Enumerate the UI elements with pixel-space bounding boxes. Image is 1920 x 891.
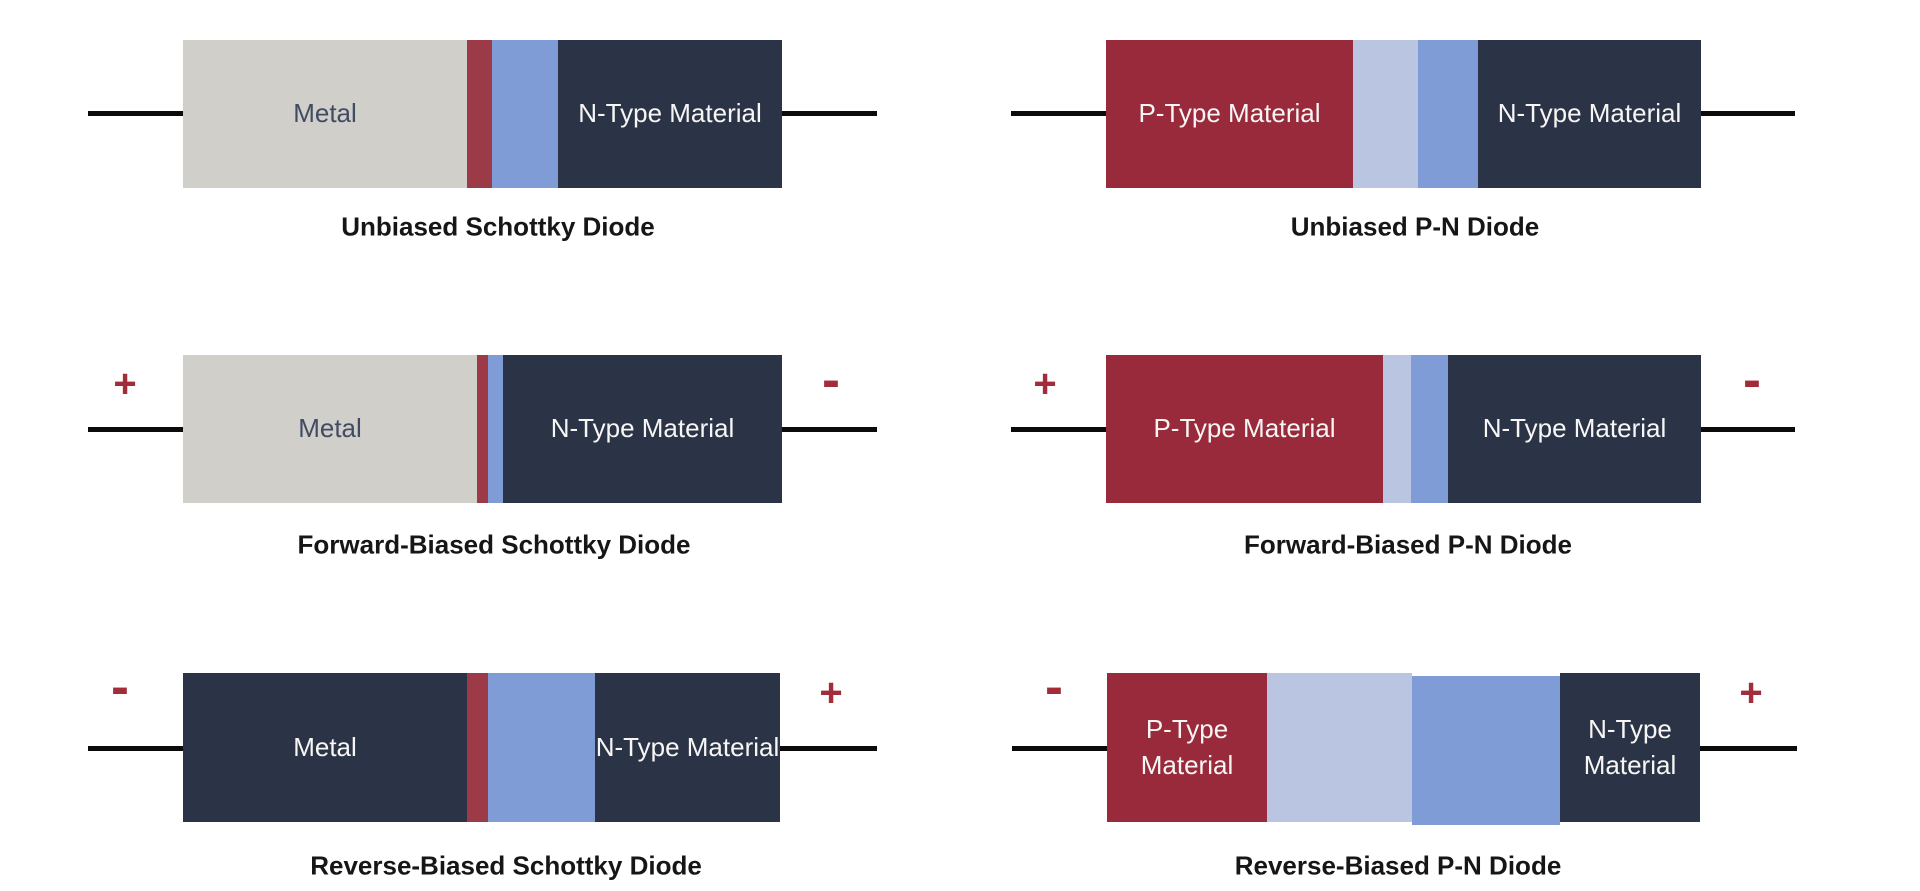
wire-right [782, 110, 877, 116]
wire-left [88, 426, 183, 432]
p-type-block: P-Type Material [1106, 40, 1353, 188]
n-type-block-label: N-Type Material [1482, 413, 1667, 444]
wire-right [1700, 745, 1797, 751]
p-type-block-label: P-Type Material [1140, 714, 1234, 780]
wire-right [1701, 426, 1795, 432]
depletion-region [488, 673, 595, 822]
diagram-caption: Forward-Biased Schottky Diode [297, 529, 691, 560]
diagram-caption: Unbiased Schottky Diode [341, 211, 655, 242]
n-type-block: N-Type Material [595, 673, 780, 822]
n-type-block-label: N-Type Material [1497, 98, 1682, 129]
minus-sign: - [1743, 350, 1761, 410]
depletion-region-p-side [1353, 40, 1418, 188]
depletion-region-p-side [1267, 673, 1412, 822]
wire-left [88, 110, 183, 116]
n-type-block: N-Type Material [558, 40, 782, 188]
metal-block: Metal [183, 40, 467, 188]
diagram-caption: Forward-Biased P-N Diode [1244, 529, 1572, 560]
p-type-block: P-Type Material [1106, 355, 1383, 503]
depletion-region [488, 355, 503, 503]
n-type-block: N-Type Material [1448, 355, 1701, 503]
depletion-region-n-side [1412, 676, 1560, 825]
wire-right [780, 745, 877, 751]
wire-left [1011, 426, 1106, 432]
n-type-block: N-Type Material [503, 355, 782, 503]
metal-block: Metal [183, 355, 477, 503]
n-type-block-label: N-Type Material [1583, 714, 1677, 780]
wire-right [782, 426, 877, 432]
schottky-barrier-strip [467, 40, 492, 188]
depletion-region-p-side [1383, 355, 1411, 503]
p-type-block-label: P-Type Material [1138, 98, 1321, 129]
n-type-block-label: N-Type Material [578, 98, 762, 129]
n-type-block: N-Type Material [1560, 673, 1700, 822]
metal-block-label: Metal [293, 98, 357, 129]
wire-left [88, 745, 183, 751]
schottky-barrier-strip [477, 355, 488, 503]
wire-left [1012, 745, 1107, 751]
plus-sign: + [113, 362, 137, 406]
wire-right [1701, 110, 1795, 116]
diagram-caption: Reverse-Biased P-N Diode [1234, 850, 1562, 881]
p-type-block: P-Type Material [1107, 673, 1267, 822]
depletion-region-n-side [1418, 40, 1478, 188]
metal-block-label: Metal [293, 731, 357, 762]
n-type-block-label: N-Type Material [595, 731, 780, 762]
minus-sign: - [111, 657, 129, 717]
depletion-region-n-side [1411, 355, 1448, 503]
diagram-caption: Reverse-Biased Schottky Diode [310, 850, 702, 881]
diagram-caption: Unbiased P-N Diode [1290, 211, 1540, 242]
wire-left [1011, 110, 1106, 116]
metal-block: Metal [183, 673, 467, 822]
plus-sign: + [1033, 362, 1057, 406]
plus-sign: + [1739, 671, 1763, 715]
schottky-barrier-strip [467, 673, 488, 822]
n-type-block: N-Type Material [1478, 40, 1701, 188]
plus-sign: + [819, 671, 843, 715]
p-type-block-label: P-Type Material [1153, 413, 1336, 444]
depletion-region [492, 40, 558, 188]
minus-sign: - [1045, 657, 1063, 717]
minus-sign: - [822, 350, 840, 410]
n-type-block-label: N-Type Material [550, 413, 735, 444]
metal-block-label: Metal [298, 413, 362, 444]
